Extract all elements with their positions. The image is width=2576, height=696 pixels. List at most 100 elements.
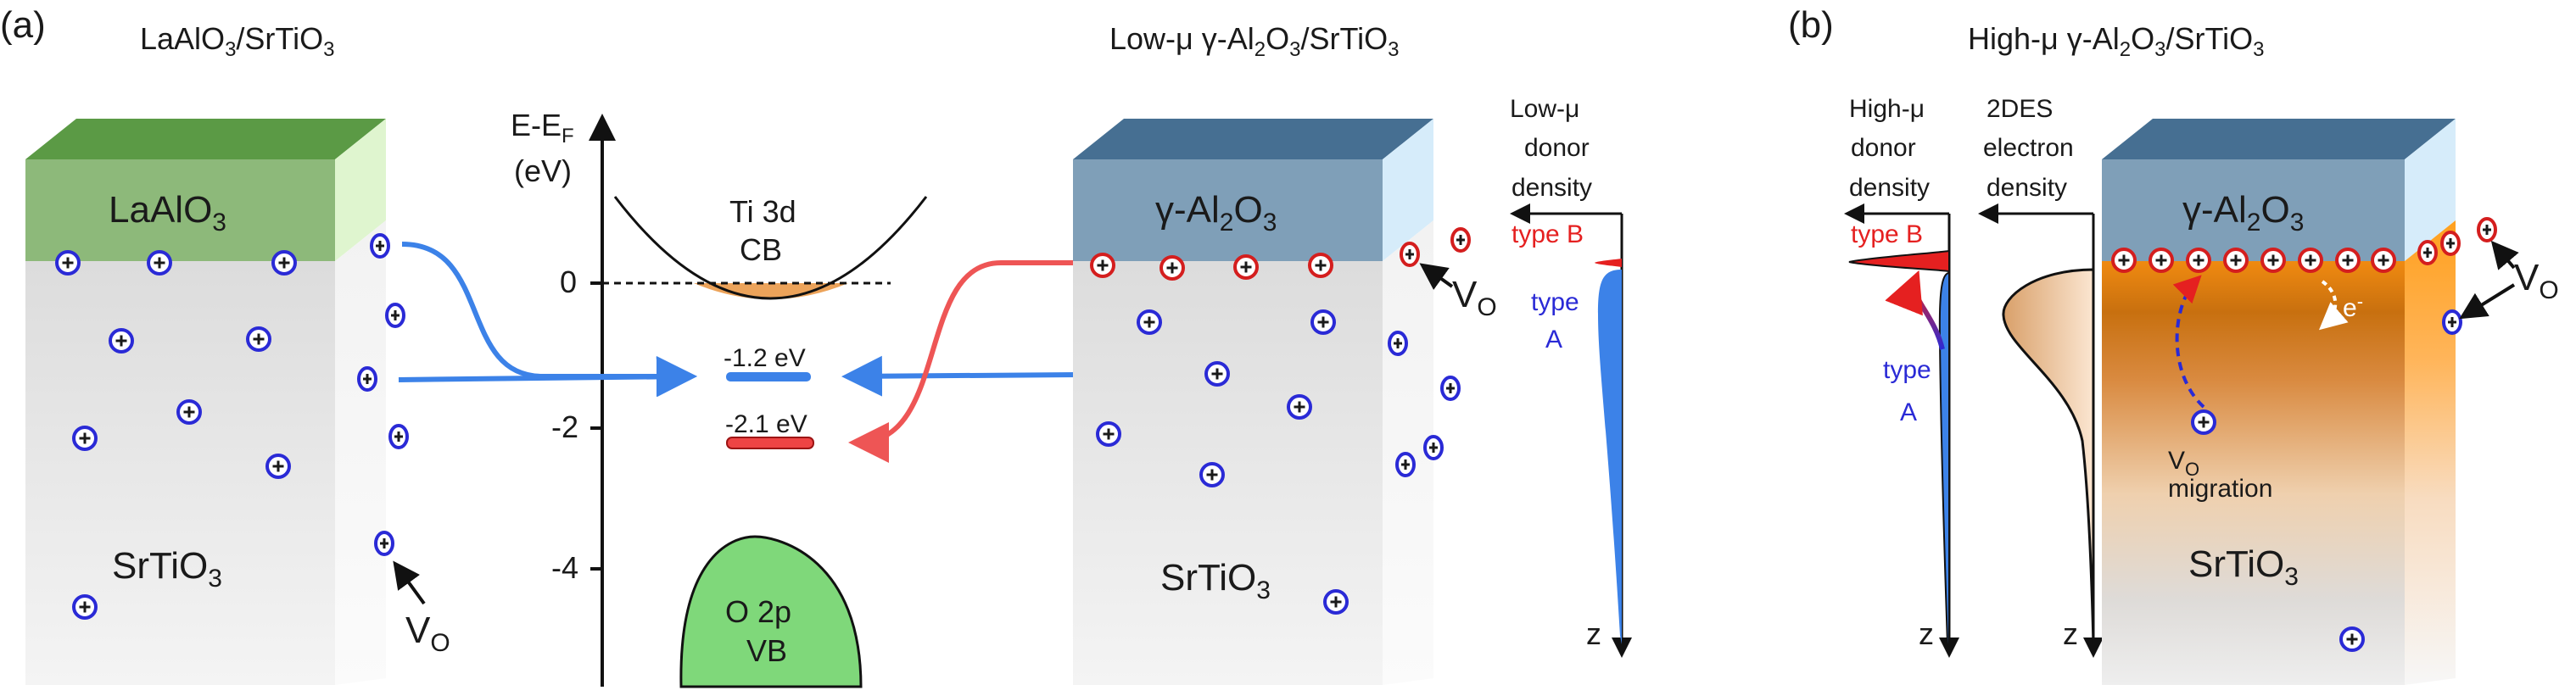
oxygen-vacancy — [72, 594, 98, 620]
oxygen-vacancy-interface — [2371, 248, 2396, 273]
level-label: -1.2 eV — [724, 344, 806, 372]
oxygen-vacancy — [357, 366, 377, 392]
oxygen-vacancy — [265, 454, 291, 479]
vo-pointer-arrow-right — [1419, 263, 1454, 290]
oxygen-vacancy-interface — [1308, 253, 1333, 278]
gamma-top-face — [1073, 119, 1433, 159]
type-conversion-arrow — [1885, 270, 1945, 350]
oxygen-vacancy — [2191, 409, 2216, 435]
oxygen-vacancy — [1199, 462, 1225, 487]
oxygen-vacancy-interface — [2260, 248, 2286, 273]
type-a-label: A — [1545, 326, 1562, 354]
gamma-side-face-b — [2405, 119, 2456, 261]
laalo3-front-face — [25, 159, 335, 261]
oxygen-vacancy — [1323, 589, 1349, 615]
vb-label: O 2p — [725, 594, 791, 629]
oxygen-vacancy-interface — [1400, 242, 1420, 267]
panel-a-letter: (a) — [0, 4, 46, 46]
cb-label: Ti 3d — [729, 194, 796, 229]
type-a-label-high-mu: A — [1900, 398, 1917, 426]
gamma-front-face-b — [2102, 159, 2405, 261]
oxygen-vacancy — [1440, 376, 1461, 401]
laalo3-top-face — [25, 119, 386, 159]
energy-tick-label: -2 — [551, 409, 578, 444]
vo-migration-arrow — [2172, 275, 2205, 409]
high-mu-density-title: High-μ — [1849, 95, 1925, 123]
oxygen-vacancy-interface — [2335, 248, 2361, 273]
oxygen-vacancy — [1310, 309, 1336, 335]
gamma-label-b: γ-Al2O3 — [2182, 189, 2304, 237]
type-a-profile-high-mu — [1938, 271, 1950, 649]
oxygen-vacancy — [72, 426, 98, 451]
oxygen-vacancy — [1395, 452, 1416, 477]
energy-axis-unit: (eV) — [514, 153, 572, 188]
type-b-label: type B — [1512, 220, 1584, 248]
sto-label-b: SrTiO3 — [2188, 543, 2299, 591]
oxygen-vacancy-interface — [1450, 227, 1471, 253]
oxygen-vacancy — [271, 250, 297, 276]
type-b-peak — [1595, 259, 1622, 267]
vo-label-b: VO — [2514, 257, 2559, 304]
vo-pointer-arrow-left — [393, 560, 426, 605]
oxygen-vacancy-interface — [2477, 217, 2497, 242]
oxygen-vacancy-interface — [1090, 253, 1115, 278]
oxygen-vacancy — [1423, 435, 1444, 460]
type-a-label: type — [1531, 288, 1579, 316]
type-b-label-high-mu: type B — [1851, 220, 1923, 248]
electron-density-title: 2DES — [1986, 95, 2053, 123]
vo-migration-label: migration — [2168, 475, 2272, 503]
oxygen-vacancy — [370, 233, 390, 259]
oxygen-vacancy — [55, 250, 81, 276]
vb-label: VB — [746, 633, 787, 668]
panel-a-right-title: Low-μ γ-Al2O3/SrTiO3 — [1109, 21, 1400, 61]
vo-pointer-arrow-b2 — [2459, 283, 2516, 320]
electron-density-title: electron — [1983, 134, 2074, 162]
oxygen-vacancy-interface — [2298, 248, 2323, 273]
type-a-profile — [1598, 270, 1622, 644]
oxygen-vacancy — [1204, 361, 1230, 387]
panel-b-title: High-μ γ-Al2O3/SrTiO3 — [1968, 21, 2265, 61]
z-axis-label: z — [1586, 616, 1601, 651]
oxygen-vacancy-interface — [2111, 248, 2137, 273]
transfer-arrow-sto-vo-left — [398, 356, 697, 398]
gamma-al2o3-sto-block-high-mu: γ-Al2O3 SrTiO3 — [2102, 119, 2456, 685]
gamma-top-face-b — [2102, 119, 2456, 159]
sto-label-right: SrTiO3 — [1160, 557, 1271, 604]
oxygen-vacancy — [176, 399, 202, 425]
z-axis-label-high-mu: z — [1919, 616, 1934, 651]
cb-label: CB — [740, 232, 782, 267]
energy-tick-label: -4 — [551, 550, 578, 585]
oxygen-vacancy — [388, 424, 409, 449]
oxygen-vacancy — [385, 303, 405, 328]
oxygen-vacancy — [374, 531, 394, 556]
energy-tick-label: 0 — [560, 264, 577, 299]
level-bar-type-b — [726, 437, 814, 449]
oxygen-vacancy — [1096, 421, 1121, 447]
panel-a-left-title: LaAlO3/SrTiO3 — [140, 21, 334, 61]
gamma-label: γ-Al2O3 — [1155, 189, 1277, 237]
sto-label-left: SrTiO3 — [112, 545, 222, 593]
conduction-band-fill — [694, 283, 848, 299]
low-mu-density-title: Low-μ — [1510, 95, 1579, 123]
oxygen-vacancy-interface — [2149, 248, 2174, 273]
oxygen-vacancy-interface — [2440, 231, 2461, 256]
level-bar-type-a — [724, 370, 813, 383]
oxygen-vacancy-interface — [1159, 255, 1185, 281]
sto-side-face-b — [2405, 220, 2456, 685]
low-mu-density-title: density — [1512, 174, 1592, 202]
transfer-arrow-interface-vo — [848, 260, 1076, 463]
electron-density-profile — [2002, 268, 2095, 645]
laalo3-label: LaAlO3 — [109, 189, 226, 237]
laalo3-side-face — [335, 119, 386, 261]
valence-band — [679, 535, 863, 688]
oxygen-vacancy-interface — [1233, 254, 1259, 280]
gamma-front-face — [1073, 159, 1383, 261]
oxygen-vacancy — [1137, 309, 1162, 335]
vo-pointer-arrow-b1 — [2490, 240, 2519, 270]
electron-density-title: density — [1986, 174, 2067, 202]
level-label: -2.1 eV — [725, 410, 807, 438]
panel-b-letter: (b) — [1788, 4, 1834, 46]
gamma-al2o3-sto-block-low-mu: γ-Al2O3 SrTiO3 — [1073, 119, 1433, 685]
electron-transfer-arrow — [2318, 280, 2349, 331]
oxygen-vacancy — [1388, 331, 1408, 356]
